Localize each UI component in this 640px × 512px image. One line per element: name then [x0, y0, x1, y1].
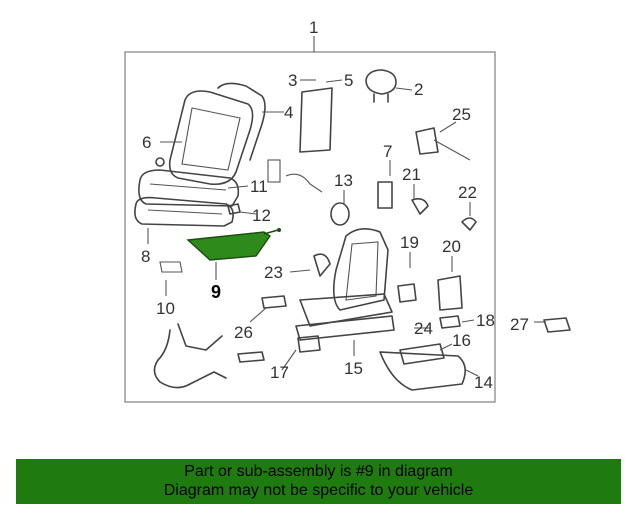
callout-25: 25 [452, 105, 471, 124]
callout-24: 24 [414, 319, 433, 338]
callout-9-highlighted: 9 [211, 282, 221, 302]
callout-6: 6 [142, 133, 151, 152]
callout-labels: 2 3 4 5 6 7 8 9 10 11 12 13 14 15 16 17 … [141, 71, 529, 392]
callout-5: 5 [344, 71, 353, 90]
small-parts [155, 127, 571, 365]
callout-19: 19 [400, 233, 419, 252]
seat-back-part [168, 82, 266, 186]
callout-4: 4 [284, 103, 293, 122]
headrest-part [365, 69, 397, 103]
callout-21: 21 [402, 165, 421, 184]
callout-2: 2 [414, 80, 423, 99]
seat-cushion-part [134, 169, 240, 227]
callout-12: 12 [252, 206, 271, 225]
callout-1: 1 [309, 18, 318, 37]
callout-22: 22 [458, 183, 477, 202]
callout-17: 17 [270, 363, 289, 382]
seat-back-panel-part [299, 87, 333, 153]
callout-15: 15 [344, 359, 363, 378]
callout-26: 26 [234, 323, 253, 342]
callout-11: 11 [250, 177, 268, 196]
highlighted-part-9 [186, 228, 281, 261]
callout-leaders [147, 79, 546, 377]
callout-27: 27 [510, 315, 529, 334]
side-cover-part [379, 351, 466, 391]
banner-line-2: Diagram may not be specific to your vehi… [163, 482, 474, 499]
callout-10: 10 [156, 299, 175, 318]
callout-7: 7 [383, 142, 392, 161]
callout-13: 13 [334, 171, 353, 190]
callout-23: 23 [264, 263, 283, 282]
wire-harness-part [153, 261, 227, 389]
callout-16: 16 [452, 331, 471, 350]
callout-20: 20 [442, 237, 461, 256]
callout-3: 3 [288, 71, 297, 90]
parts-diagram: 1 [124, 18, 571, 403]
seat-frame-part [295, 228, 395, 341]
banner-line-1: Part or sub-assembly is #9 in diagram [184, 463, 453, 480]
callout-8: 8 [141, 247, 150, 266]
vehicle-fitment-banner: Part or sub-assembly is #9 in diagram Di… [16, 459, 621, 504]
assembly-frame [124, 51, 496, 403]
callout-14: 14 [474, 373, 493, 392]
callout-18: 18 [476, 311, 495, 330]
